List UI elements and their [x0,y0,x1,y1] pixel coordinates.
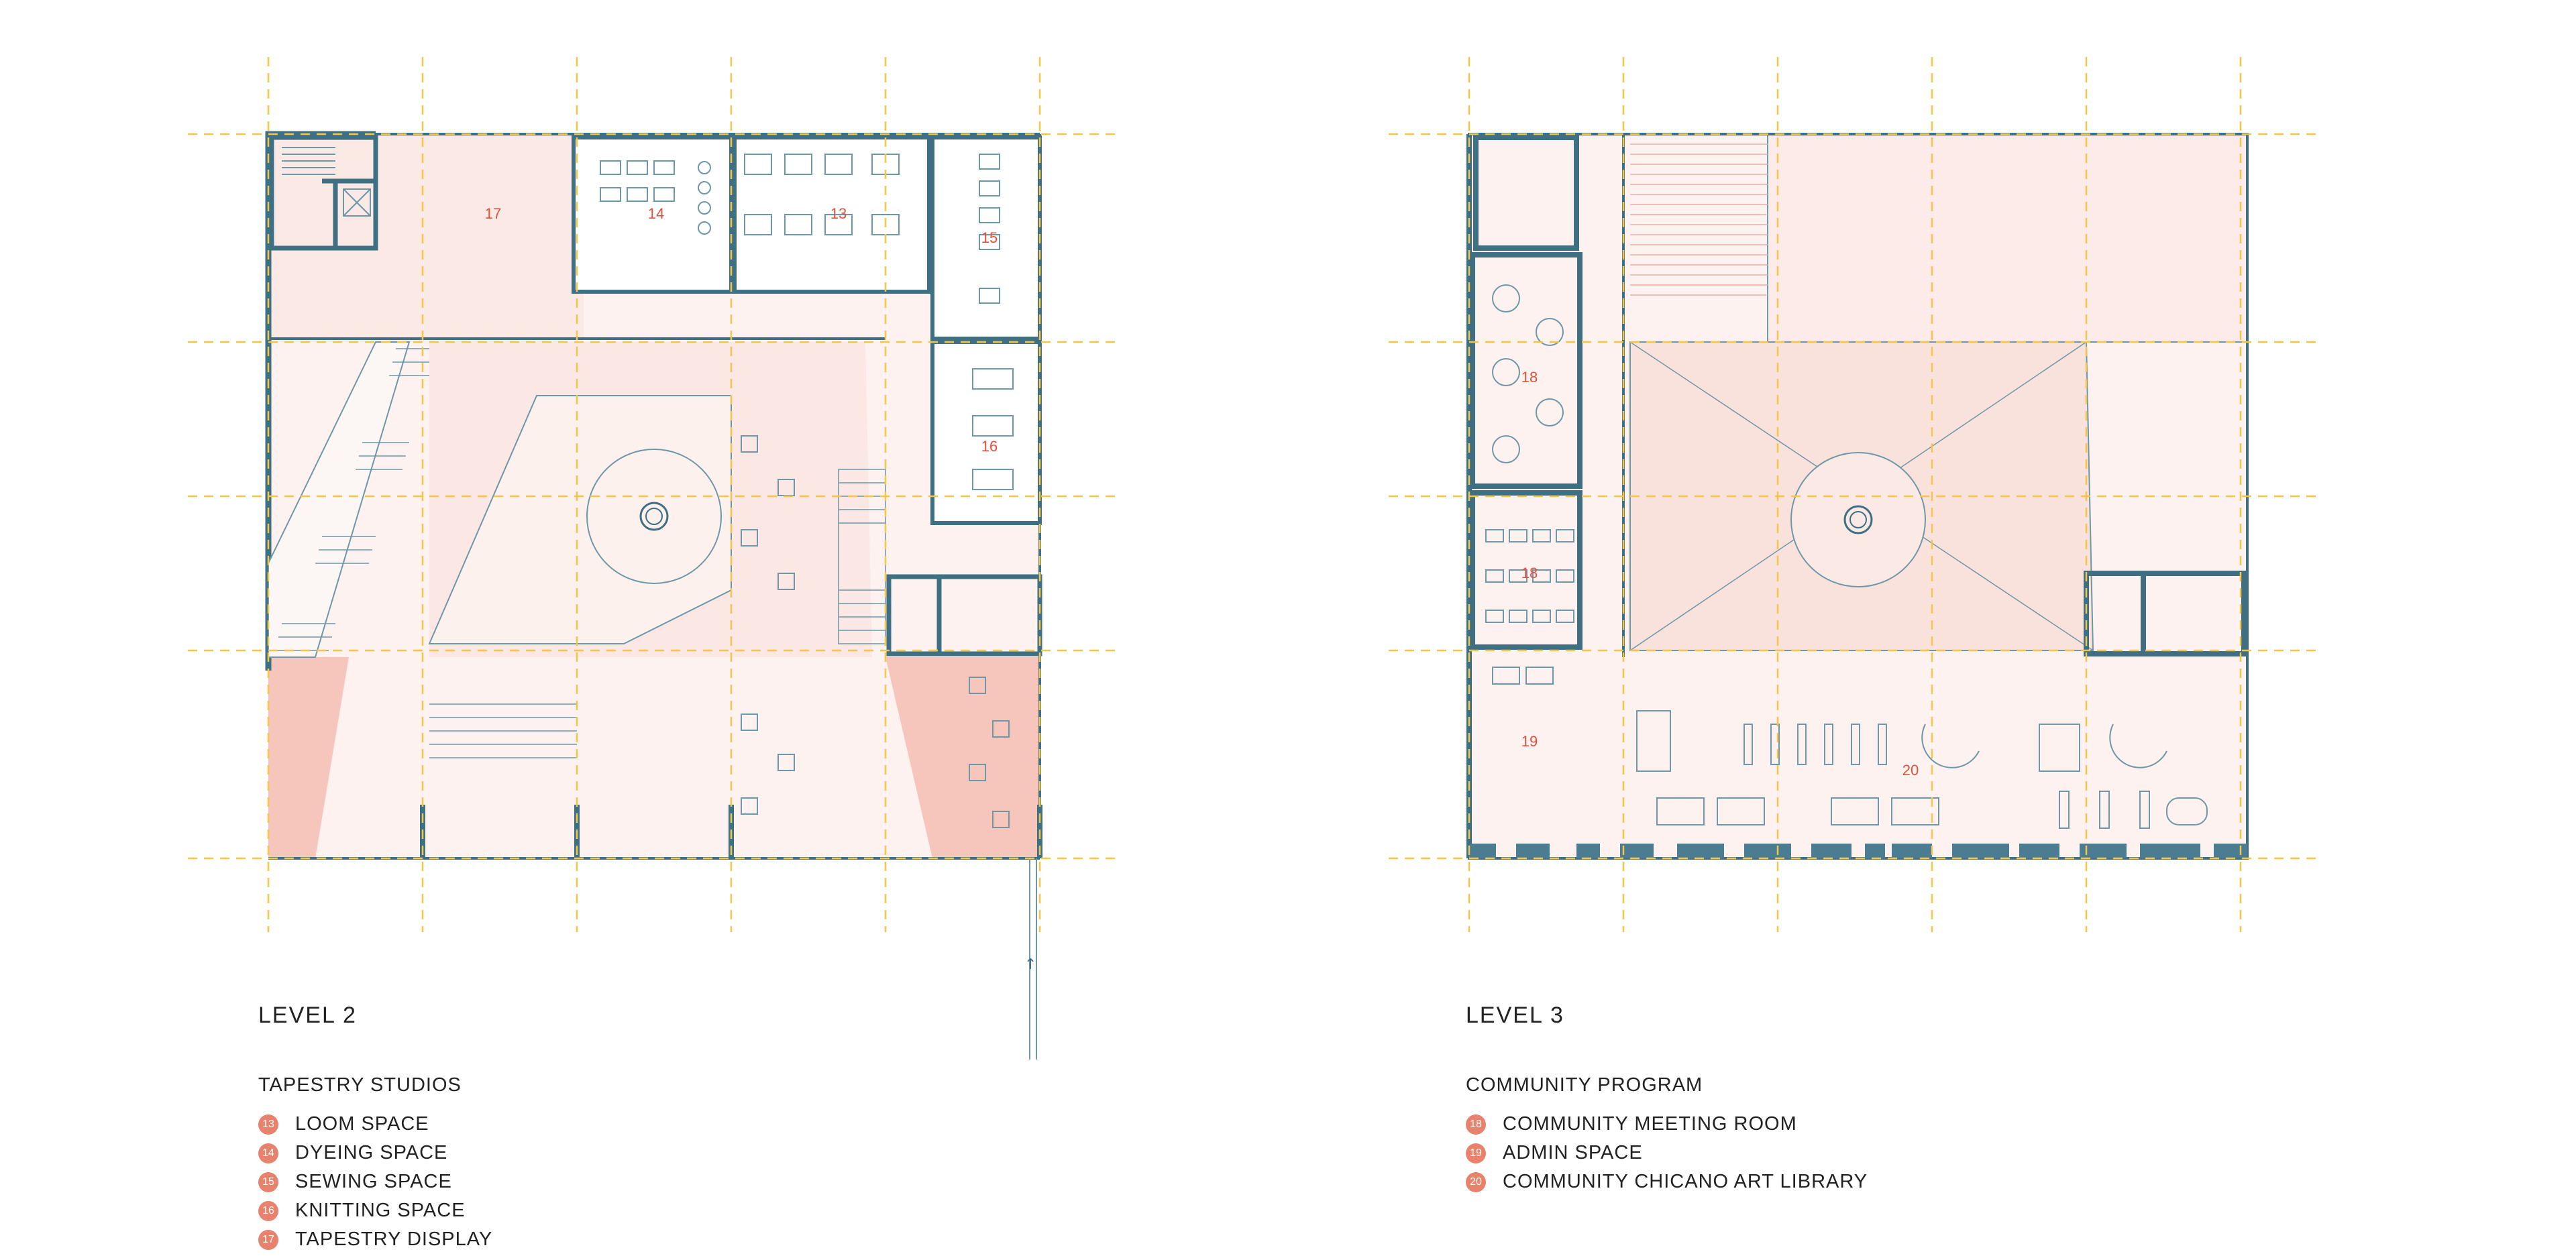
legend-item: 14 DYEING SPACE [258,1139,492,1167]
room-tag-15: 15 [981,229,998,246]
room-tag-16: 16 [981,438,998,455]
room-tag-20: 20 [1902,762,1919,779]
legend-number-badge: 18 [1466,1114,1486,1135]
legend-number-badge: 14 [258,1143,278,1163]
legend-number-badge: 20 [1466,1171,1486,1192]
legend-item: 17 TAPESTRY DISPLAY [258,1225,492,1254]
program-title: TAPESTRY STUDIOS [258,1074,462,1096]
legend-number-badge: 19 [1466,1143,1486,1163]
room-tag-14: 14 [648,205,664,222]
legend-label: DYEING SPACE [295,1142,448,1163]
level-title: LEVEL 3 [1466,1003,1564,1028]
legend-item: 15 SEWING SPACE [258,1167,492,1196]
legend-level-2: LEVEL 2 TAPESTRY STUDIOS 13 LOOM SPACE 1… [258,1003,492,1254]
legend-label: COMMUNITY MEETING ROOM [1503,1113,1797,1135]
legend-item: 19 ADMIN SPACE [1466,1139,1868,1167]
legend-number-badge: 16 [258,1200,278,1221]
legend-label: TAPESTRY DISPLAY [295,1228,493,1250]
room-tag-19: 19 [1521,733,1538,750]
level-2-plan: ↑ 17 14 13 15 16 [265,131,1042,1060]
legend-number-badge: 13 [258,1114,278,1135]
legend-item: 18 COMMUNITY MEETING ROOM [1466,1110,1868,1139]
legend-item: 13 LOOM SPACE [258,1110,492,1139]
legend-label: LOOM SPACE [295,1113,429,1135]
legend-number-badge: 17 [258,1229,278,1250]
legend-label: KNITTING SPACE [295,1200,466,1221]
legend-item: 16 KNITTING SPACE [258,1196,492,1225]
room-tag-18b: 18 [1521,565,1538,581]
legend-item: 20 COMMUNITY CHICANO ART LIBRARY [1466,1167,1868,1196]
entry-arrow-icon: ↑ [1024,956,1036,973]
room-tag-18a: 18 [1521,369,1538,386]
legend-number-badge: 15 [258,1171,278,1192]
program-title: COMMUNITY PROGRAM [1466,1074,1703,1096]
structural-grid [188,57,2321,932]
room-tag-17: 17 [485,205,501,222]
legend-label: SEWING SPACE [295,1171,452,1192]
level-title: LEVEL 2 [258,1003,357,1028]
room-tag-13: 13 [830,205,847,222]
legend-level-3: LEVEL 3 COMMUNITY PROGRAM 18 COMMUNITY M… [1466,1003,1868,1196]
legend-label: COMMUNITY CHICANO ART LIBRARY [1503,1171,1868,1192]
legend-label: ADMIN SPACE [1503,1142,1643,1163]
